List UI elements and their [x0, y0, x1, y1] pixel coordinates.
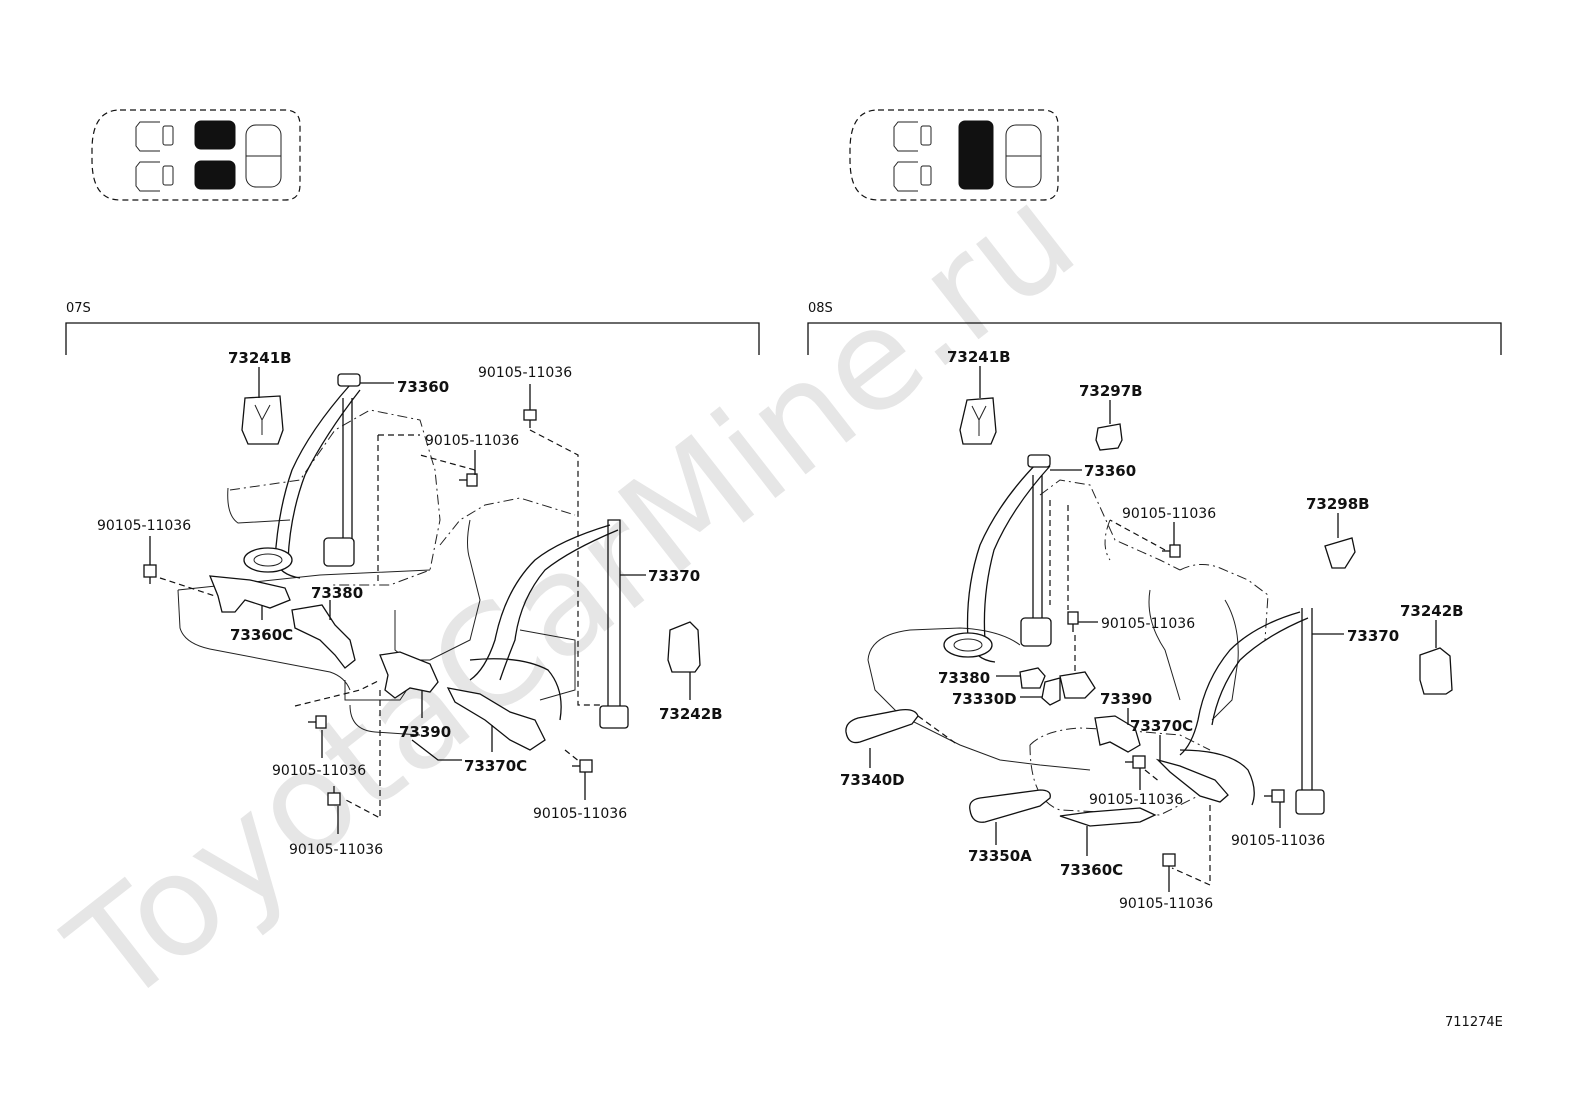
buckle-lower	[379, 651, 439, 699]
part-label: 90105-11036	[1119, 896, 1213, 912]
part-label: 73298B	[1306, 495, 1370, 513]
bolt-icon	[1162, 853, 1176, 873]
part-label: 90105-11036	[1231, 833, 1325, 849]
part-label: 73370C	[464, 757, 527, 775]
seat-cushion-outline	[177, 589, 351, 691]
bolt-icon	[327, 786, 341, 806]
part-label: 73390	[399, 723, 451, 741]
part-label: 90105-11036	[1089, 792, 1183, 808]
bolt-icon	[1264, 789, 1285, 803]
strap-left	[845, 708, 919, 744]
part-label: 90105-11036	[425, 433, 519, 449]
seat-highlight-bench	[958, 120, 994, 190]
clip-a	[1095, 423, 1123, 451]
buckle-c	[1059, 671, 1096, 699]
seat-highlight-upper	[194, 120, 236, 150]
reference-code: 711274E	[1445, 1015, 1503, 1030]
part-label: 73350A	[968, 847, 1032, 865]
seat-outline-front	[1005, 124, 1042, 188]
part-label: 73370C	[1130, 717, 1193, 735]
buckle-b	[1041, 677, 1061, 706]
seat-highlight-lower	[194, 160, 236, 190]
cover-right	[667, 621, 701, 673]
part-label: 73241B	[228, 349, 292, 367]
part-label: 90105-11036	[289, 842, 383, 858]
section-bracket-07s	[65, 322, 760, 355]
part-label: 73242B	[1400, 602, 1464, 620]
part-label: 90105-11036	[272, 763, 366, 779]
part-label: 73370	[1347, 627, 1399, 645]
part-label: 73297B	[1079, 382, 1143, 400]
buckle-a	[1019, 667, 1046, 689]
buckle-right	[1094, 715, 1141, 753]
bolt-icon	[1067, 611, 1079, 632]
seat-back-outline	[229, 409, 441, 586]
part-label: 73241B	[947, 348, 1011, 366]
bolt-icon	[1125, 755, 1146, 769]
part-label: 73330D	[952, 690, 1017, 708]
part-label: 90105-11036	[97, 518, 191, 534]
part-label: 90105-11036	[1122, 506, 1216, 522]
seat-drawing-08s	[845, 366, 1453, 892]
part-label: 73360	[1084, 462, 1136, 480]
belt-buckle-cover-left	[959, 397, 997, 445]
part-label: 73370	[648, 567, 700, 585]
cover-right	[1419, 647, 1453, 695]
part-label: 73340D	[840, 771, 905, 789]
part-label: 73380	[938, 669, 990, 687]
bolt-icon	[308, 715, 327, 729]
bolt-icon	[143, 564, 157, 584]
buckle-left	[208, 575, 291, 613]
part-label: 73360C	[230, 626, 293, 644]
seat-position-icon-07s	[91, 109, 301, 201]
section-bracket-08s	[807, 322, 1502, 355]
bolt-icon	[1162, 544, 1181, 558]
watermark: ToyotaCarMine.ru	[40, 155, 1105, 1037]
part-label: 90105-11036	[533, 806, 627, 822]
part-label: 90105-11036	[1101, 616, 1195, 632]
seat-outline-rear-right	[893, 161, 932, 192]
seat-position-icon-08s	[849, 109, 1059, 201]
seat-outline-rear-left	[893, 121, 932, 152]
outer-belt-right	[469, 524, 611, 681]
part-label: 73380	[311, 584, 363, 602]
part-label: 90105-11036	[478, 365, 572, 381]
seat-outline-rear-right	[135, 161, 174, 192]
part-label: 73360C	[1060, 861, 1123, 879]
seat-cushion-outline	[867, 627, 1021, 661]
buckle-center	[291, 604, 356, 669]
seat-outline-front	[245, 124, 282, 188]
strap-center	[969, 789, 1051, 823]
section-code-07s: 07S	[66, 301, 91, 316]
bolt-icon	[459, 473, 478, 487]
section-code-08s: 08S	[808, 301, 833, 316]
strap-right	[1059, 807, 1157, 827]
part-label: 73360	[397, 378, 449, 396]
bolt-icon	[523, 409, 537, 428]
seat-outline-rear-left	[135, 121, 174, 152]
part-label: 73242B	[659, 705, 723, 723]
seat-back-outline	[1039, 479, 1181, 571]
seat-drawing-07s	[143, 367, 701, 834]
outer-belt-right	[1179, 611, 1301, 756]
bolt-icon	[572, 759, 593, 773]
part-label: 73390	[1100, 690, 1152, 708]
clip-b	[1324, 537, 1356, 569]
